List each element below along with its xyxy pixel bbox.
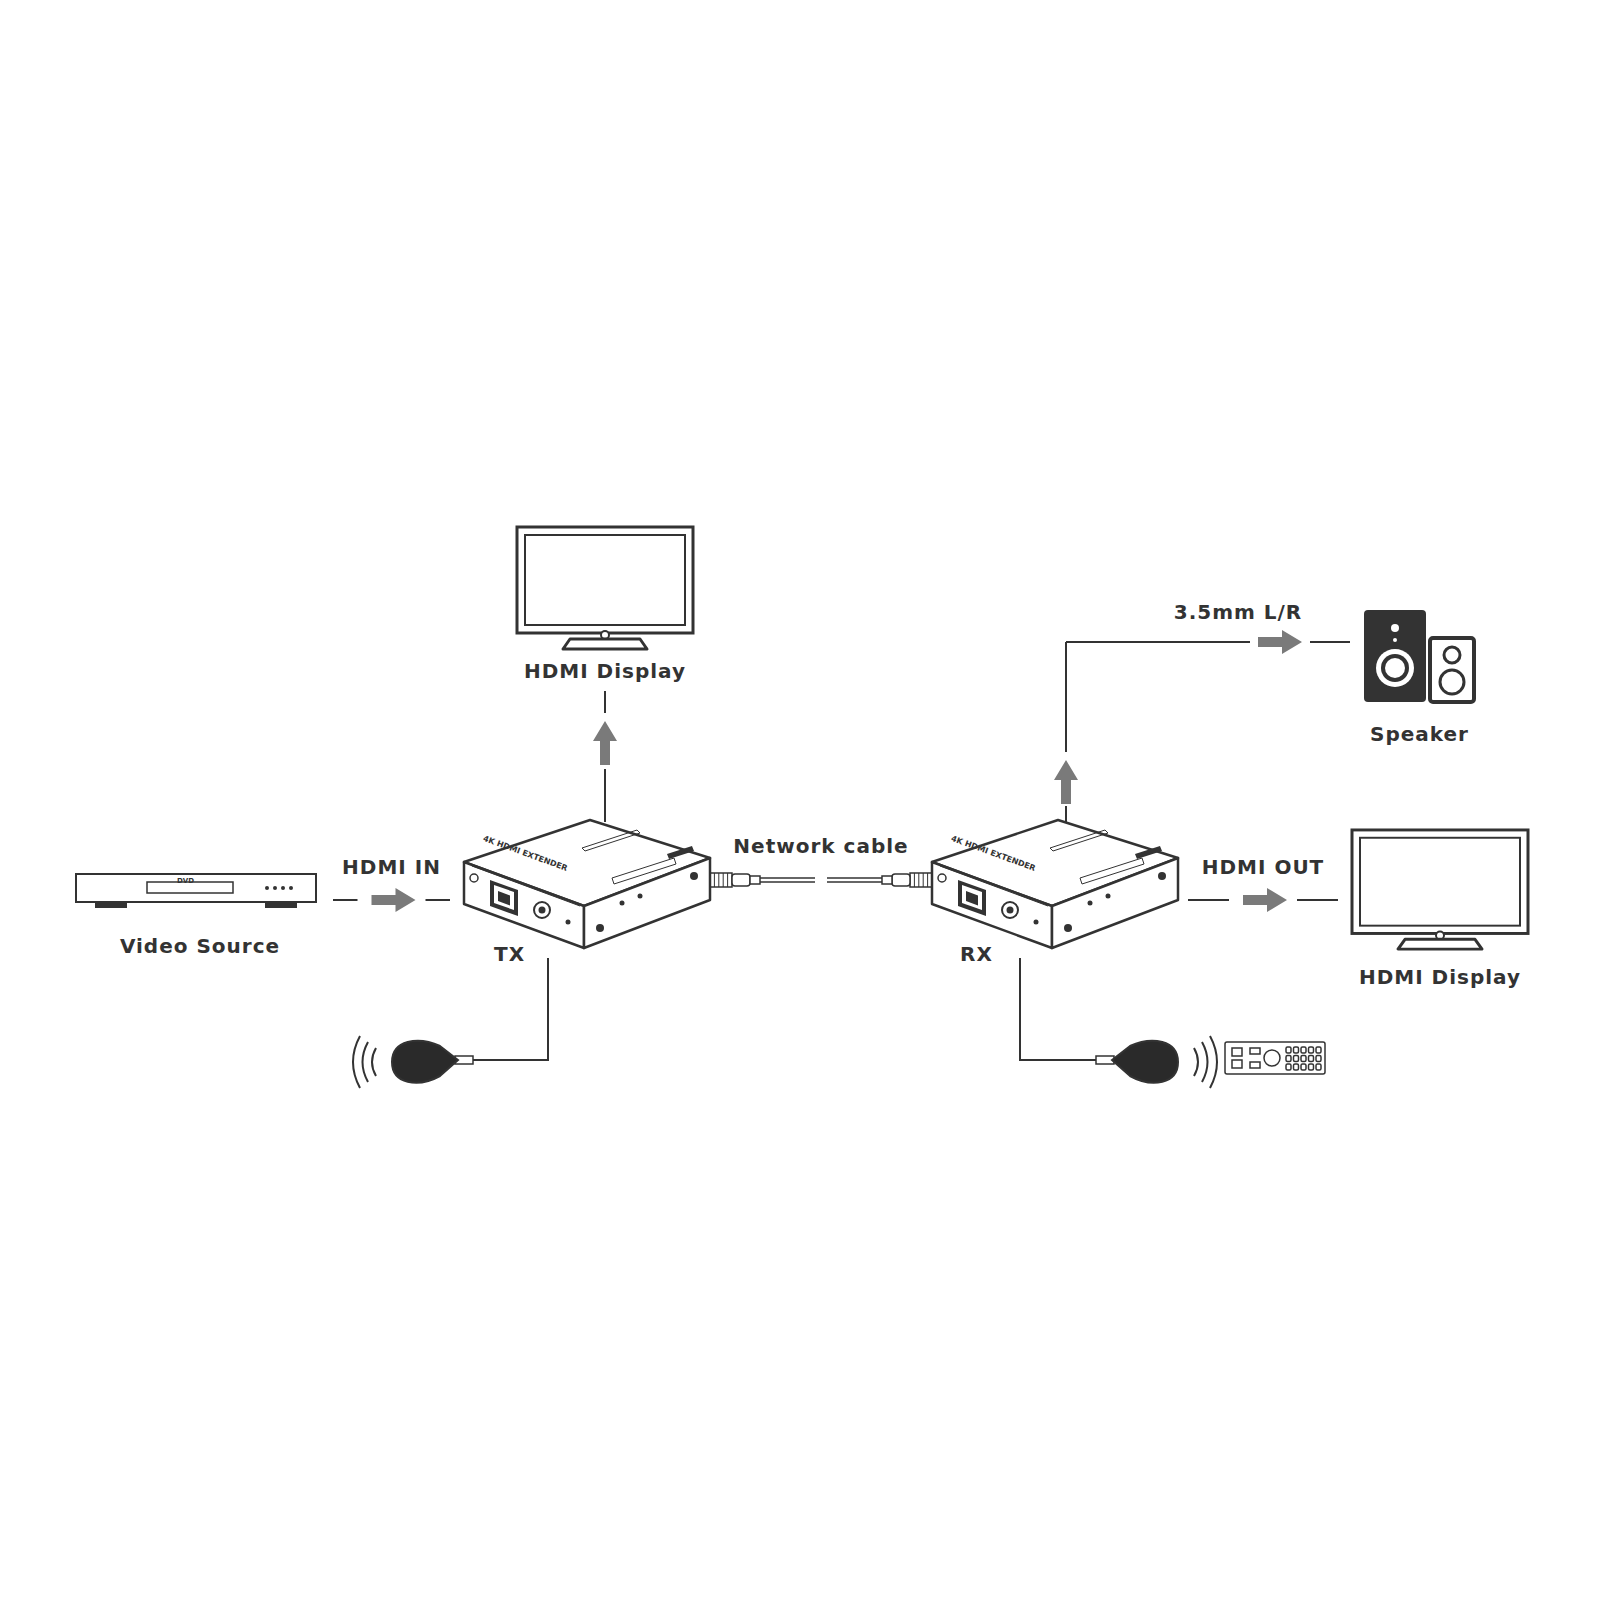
remote-control [1225, 1042, 1325, 1074]
node-label: RX [958, 942, 995, 966]
ir-cable [1020, 958, 1100, 1060]
edge-label: HDMI IN [340, 855, 443, 879]
connector [1054, 630, 1350, 822]
speaker: Speaker [1362, 608, 1477, 704]
tv-display [1350, 828, 1530, 953]
edge-label: 3.5mm L/R [1172, 600, 1305, 624]
edge-label: Network cable [731, 834, 910, 858]
connector [710, 873, 932, 887]
connector [333, 888, 450, 912]
extender-box [462, 818, 712, 953]
ir-cable [470, 958, 548, 1060]
node-label: Video Source [118, 934, 282, 958]
video-source: Video Source [75, 872, 325, 914]
connector [1188, 888, 1338, 912]
hdmi-display: HDMI Display [515, 525, 695, 653]
extender-box [930, 818, 1180, 953]
device-marking: DVD [177, 877, 194, 885]
node-label: HDMI Display [1357, 965, 1523, 989]
connector [593, 691, 617, 822]
tv-display [515, 525, 695, 653]
node-label: TX [492, 942, 527, 966]
speaker-icon [1362, 608, 1477, 704]
receiver: RX [930, 818, 1180, 953]
transmitter: TX [462, 818, 712, 953]
node-label: HDMI Display [522, 659, 688, 683]
edge-label: HDMI OUT [1200, 855, 1327, 879]
hdmi-display: HDMI Display [1350, 828, 1530, 953]
dvd-player [75, 872, 325, 914]
ir-receiver [1096, 1036, 1217, 1088]
ir-emitter [353, 1036, 473, 1088]
node-label: Speaker [1368, 722, 1471, 746]
